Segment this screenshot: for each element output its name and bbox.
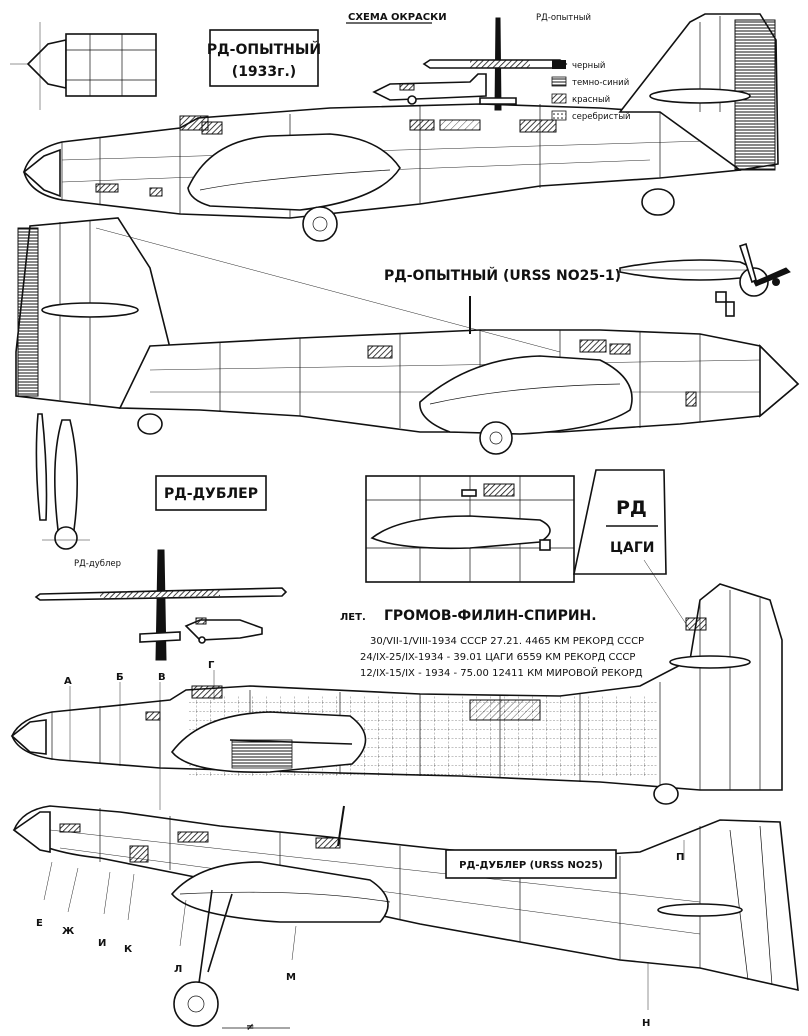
legend-swatch-dark-blue: [551, 76, 567, 87]
legend-label-dark-blue: темно-синий: [572, 78, 629, 88]
section-marker-g: Г: [208, 660, 215, 671]
tail-logo-rd: РД: [616, 497, 647, 519]
rd-backup-urss-side-view: [12, 805, 799, 1029]
flight-records: ЛЕТ. ГРОМОВ-ФИЛИН-СПИРИН. 30/VII-1/VIII-…: [340, 608, 644, 679]
rd-experimental-urss-label: РД-ОПЫТНЫЙ (URSS NO25-1): [384, 267, 621, 284]
rd-backup-painting-label: РД-дублер: [74, 559, 121, 569]
legend-swatch-red: [551, 93, 567, 104]
painting-legend: черный темно-синий красный серебристый: [551, 60, 631, 122]
artist-signature: ≠: [246, 1022, 254, 1033]
legend-label-black: черный: [572, 61, 605, 71]
record-line-2: 24/IX-25/IX-1934 - 39.01 ЦАГИ 6559 КМ РЕ…: [360, 652, 635, 663]
engine-cowling-detail: [10, 22, 157, 110]
tail-logo-panel: РД ЦАГИ: [573, 469, 691, 631]
rd-experimental-urss-title: РД-ОПЫТНЫЙ (URSS NO25-1): [384, 267, 621, 284]
section-markers-bottom: Е Ж И К Л М Н П: [36, 852, 684, 1029]
section-marker-n: Н: [642, 1018, 650, 1029]
rd-experimental-urss-side-view: [15, 217, 800, 455]
wing-section-detail: [365, 475, 575, 583]
propeller-blade-views: [35, 413, 90, 550]
section-marker-k: К: [124, 944, 133, 955]
section-marker-v: В: [158, 672, 166, 683]
section-marker-p: П: [676, 852, 684, 863]
section-marker-m: М: [286, 972, 296, 983]
legend-label-red: красный: [572, 95, 610, 105]
rd-experimental-title: РД-ОПЫТНЫЙ: [207, 41, 321, 58]
record-line-3: 12/IX-15/IX - 1934 - 75.00 12411 КМ МИРО…: [360, 666, 643, 679]
rd-backup-urss-title: РД-ДУБЛЕР (URSS NO25): [459, 860, 603, 871]
rd-backup-title: РД-ДУБЛЕР: [164, 486, 258, 502]
section-marker-l: Л: [174, 964, 182, 975]
rd-experimental-year: (1933г.): [232, 64, 296, 80]
rd-backup-label: РД-ДУБЛЕР: [155, 475, 267, 511]
legend-swatch-silver: [551, 110, 567, 121]
painting-scheme-title: СХЕМА ОКРАСКИ: [348, 12, 447, 23]
section-marker-i: И: [98, 938, 106, 949]
section-marker-a: А: [64, 676, 72, 687]
rd-experimental-1933-side-view: [22, 13, 779, 242]
painting-scheme-aircraft-name: РД-опытный: [536, 13, 591, 23]
legend-swatch-black: [552, 60, 566, 69]
rd-backup-painting-scheme: РД-дублер: [34, 549, 288, 661]
propeller-detail: [619, 242, 791, 317]
rd-backup-structure-view: [10, 583, 783, 810]
tail-logo-tsagi: ЦАГИ: [610, 540, 654, 556]
section-marker-e: Е: [36, 918, 43, 929]
legend-label-silver: серебристый: [572, 112, 631, 122]
section-marker-b: Б: [116, 672, 124, 683]
painting-scheme: СХЕМА ОКРАСКИ РД-опытный черный темно-си…: [346, 12, 631, 122]
pilots-names: ГРОМОВ-ФИЛИН-СПИРИН.: [384, 608, 597, 624]
section-marker-zh: Ж: [62, 926, 75, 937]
rd-backup-urss-label: РД-ДУБЛЕР (URSS NO25): [445, 849, 617, 879]
pilots-prefix: ЛЕТ.: [340, 612, 366, 623]
rd-experimental-1933-label: РД-ОПЫТНЫЙ (1933г.): [207, 29, 321, 87]
section-markers-top: А Б В Г: [64, 660, 215, 687]
record-line-1: 30/VII-1/VIII-1934 СССР 27.21. 4465 КМ Р…: [370, 636, 644, 647]
